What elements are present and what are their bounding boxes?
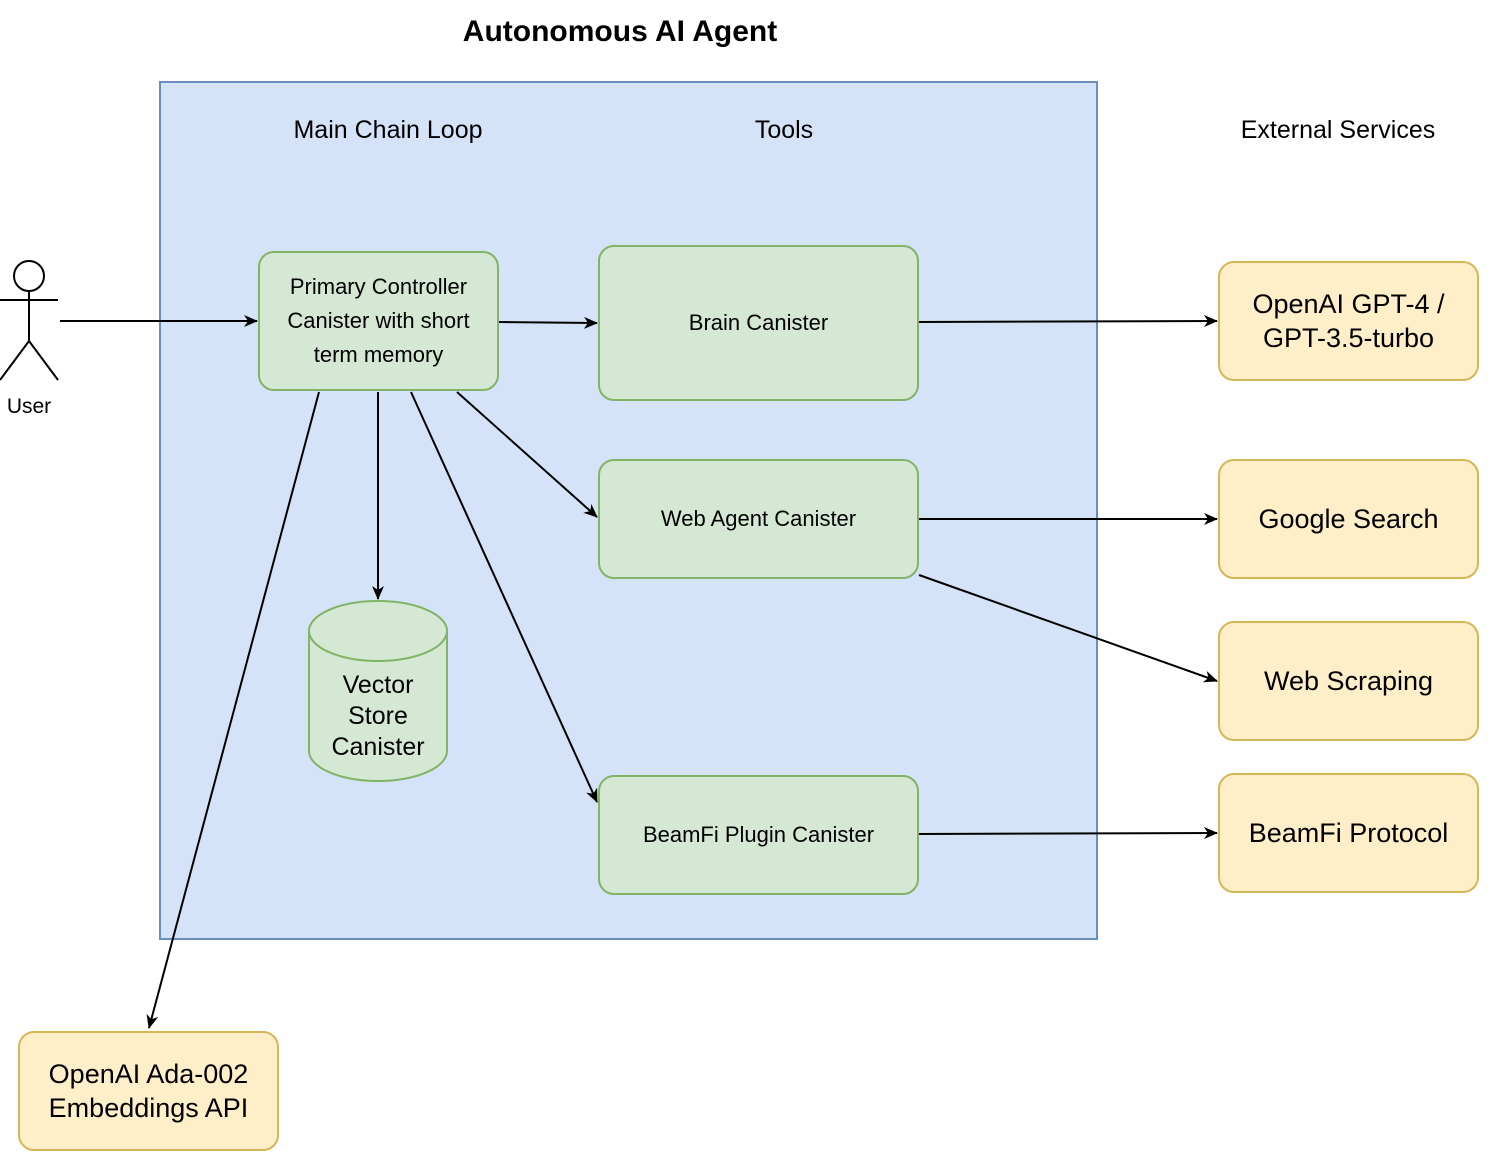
user-label: User [6, 395, 52, 418]
openai-gpt-node: OpenAI GPT-4 / GPT-3.5-turbo [1218, 261, 1479, 381]
web-agent-canister-label: Web Agent Canister [660, 506, 857, 531]
section-heading-tools: Tools [754, 116, 814, 144]
vector-store-cylinder [308, 600, 448, 782]
edge-controller-to-web-agent [456, 391, 598, 518]
user-actor-icon [0, 260, 59, 381]
brain-canister-label: Brain Canister [688, 310, 829, 335]
section-heading-external-services: External Services [1240, 116, 1436, 144]
openai-gpt-label: OpenAI GPT-4 / GPT-3.5-turbo [1252, 289, 1445, 353]
edge-controller-to-brain [498, 316, 598, 329]
beamfi-plugin-canister-node: BeamFi Plugin Canister [598, 775, 919, 895]
beamfi-protocol-label: BeamFi Protocol [1248, 818, 1449, 848]
primary-controller-label: Primary Controller Canister with short t… [287, 274, 470, 367]
web-agent-canister-node: Web Agent Canister [598, 459, 919, 579]
edge-brain-to-openai-gpt [918, 315, 1218, 328]
openai-ada-label: OpenAI Ada-002 Embeddings API [48, 1059, 249, 1123]
web-scraping-node: Web Scraping [1218, 621, 1479, 741]
google-search-node: Google Search [1218, 459, 1479, 579]
openai-ada-node: OpenAI Ada-002 Embeddings API [18, 1031, 279, 1151]
brain-canister-node: Brain Canister [598, 245, 919, 401]
beamfi-plugin-canister-label: BeamFi Plugin Canister [642, 822, 875, 847]
edge-web-agent-to-web-scraping [918, 574, 1218, 683]
vector-store-label: Vector Store Canister [331, 671, 425, 761]
edge-controller-to-openai-ada [146, 391, 320, 1029]
diagram-title: Autonomous AI Agent [462, 15, 778, 48]
google-search-label: Google Search [1258, 504, 1439, 534]
section-heading-main-chain-loop: Main Chain Loop [293, 116, 483, 144]
edge-controller-to-beamfi-plugin [410, 391, 598, 803]
edge-beamfi-plugin-to-beamfi-protocol [918, 827, 1218, 840]
beamfi-protocol-node: BeamFi Protocol [1218, 773, 1479, 893]
web-scraping-label: Web Scraping [1263, 666, 1434, 696]
primary-controller-node: Primary Controller Canister with short t… [258, 251, 499, 391]
